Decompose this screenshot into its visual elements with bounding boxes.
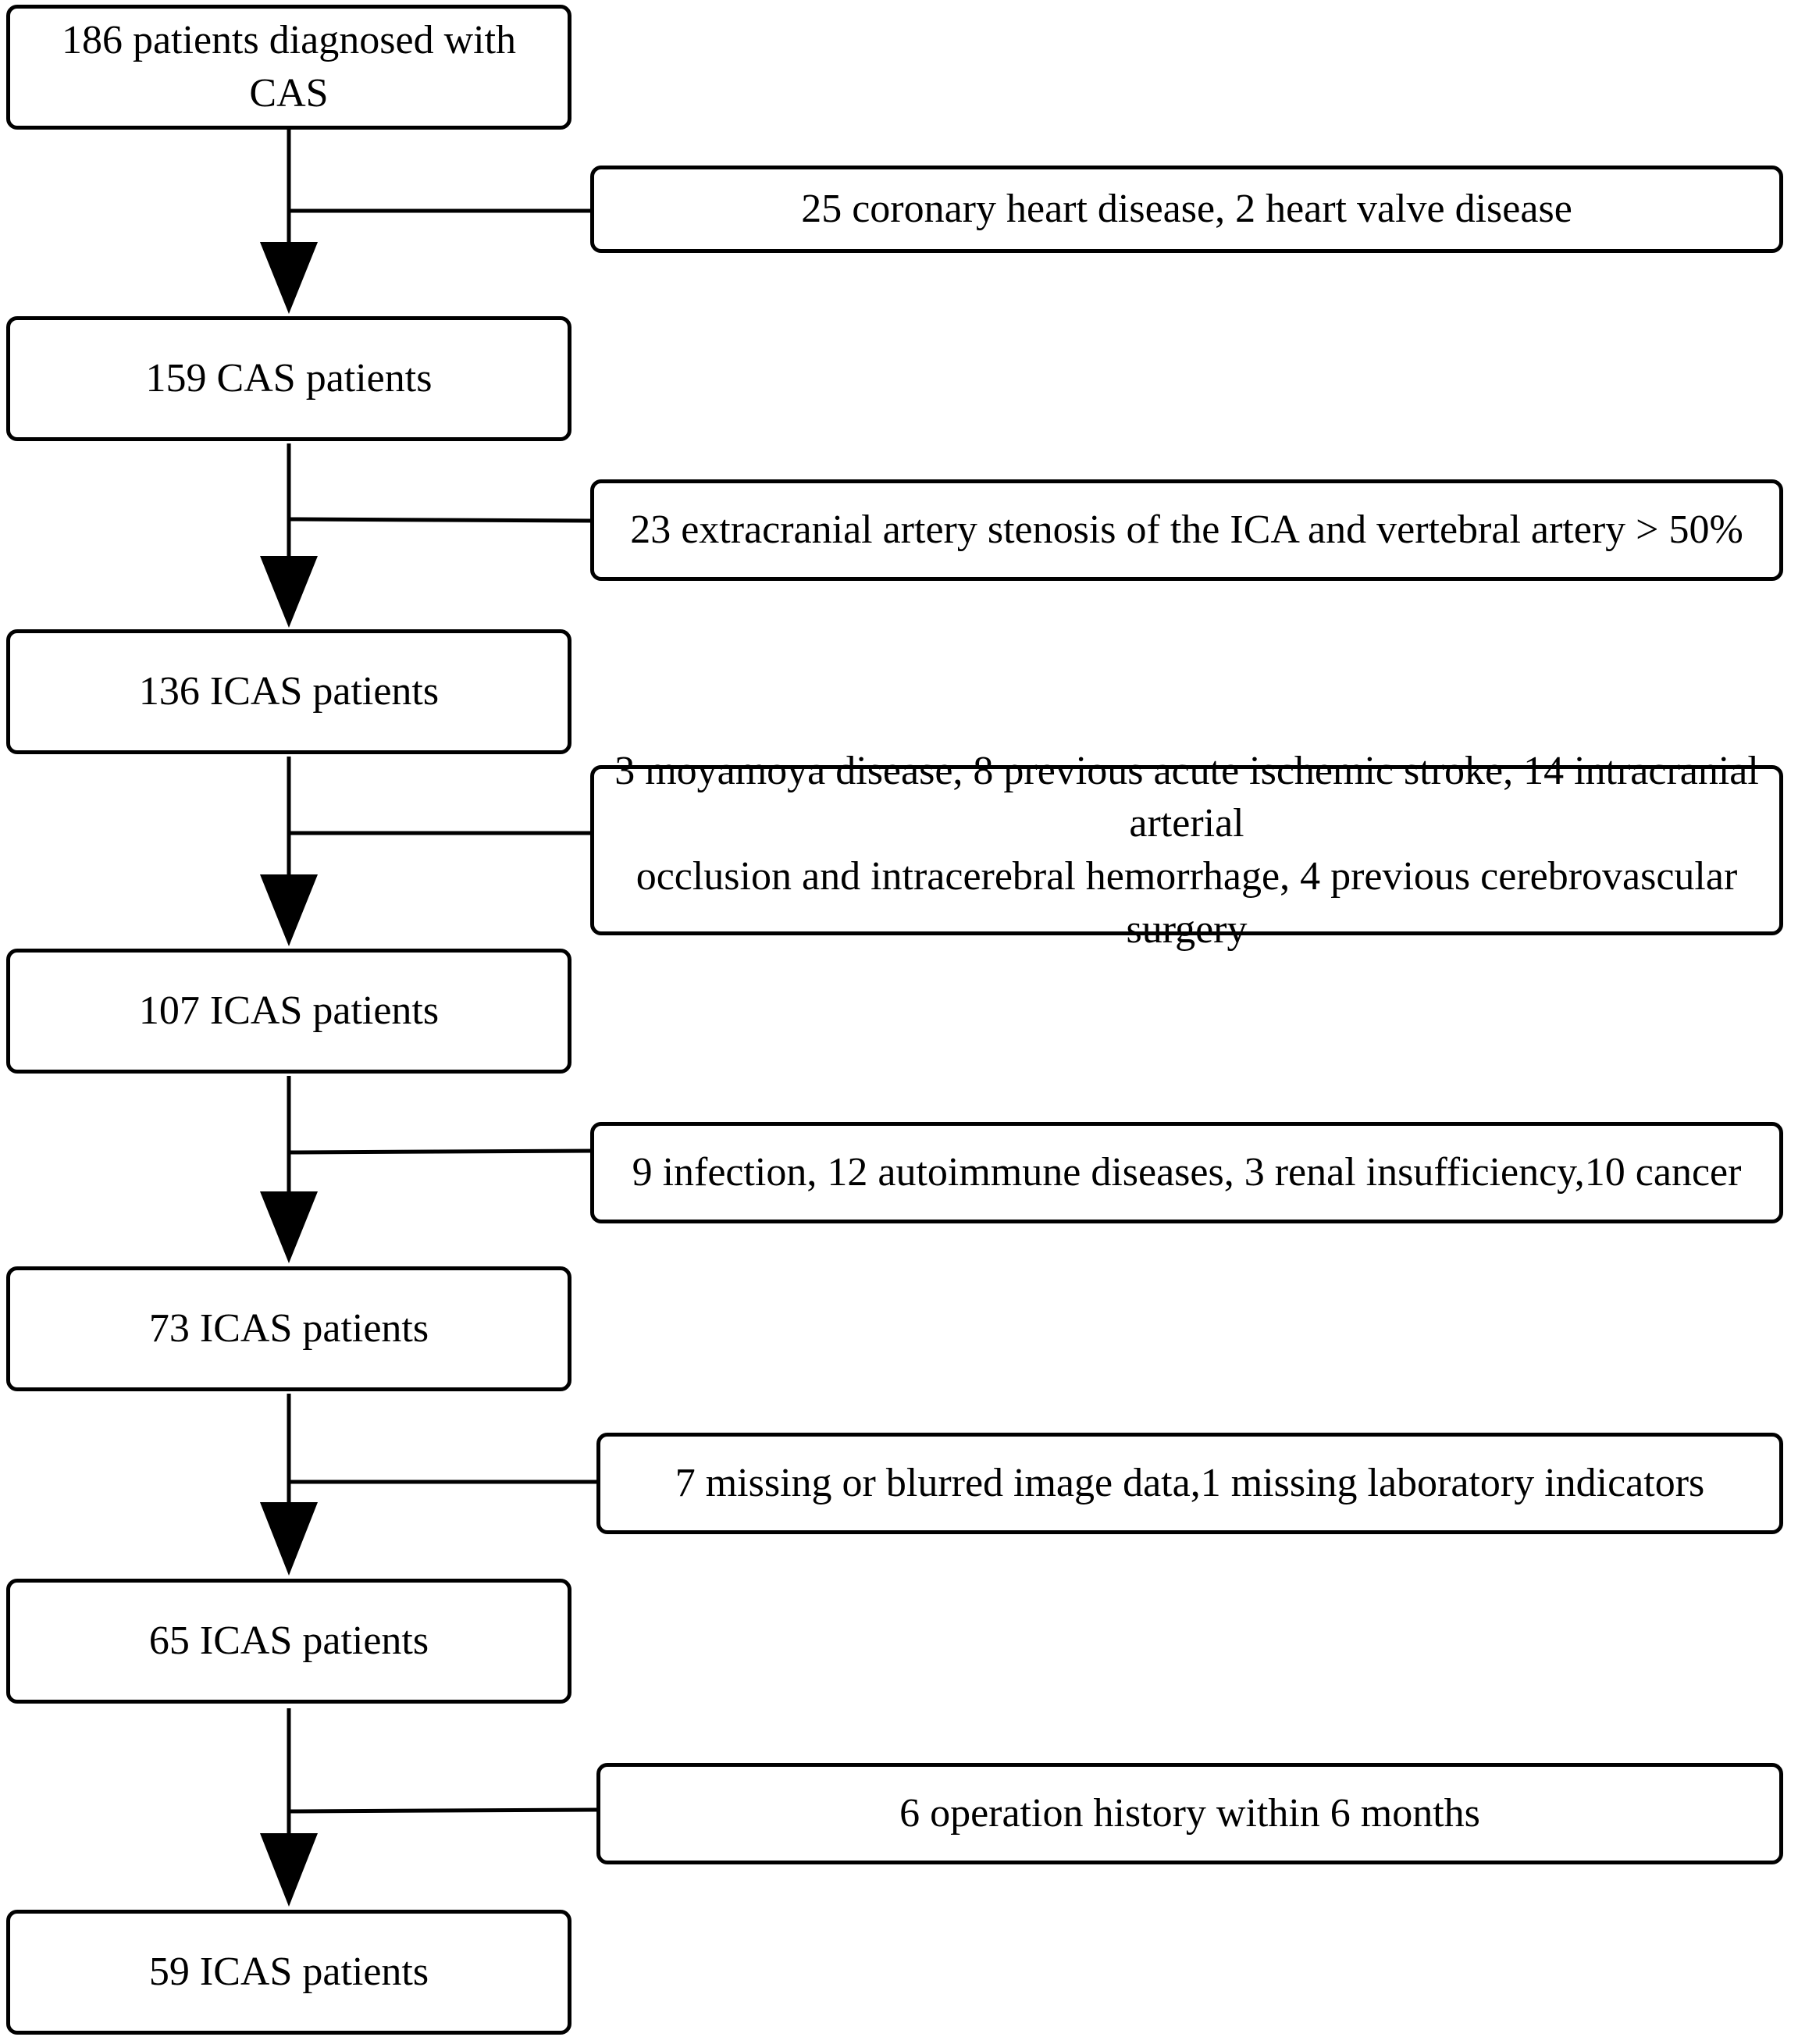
main-box-label: 73 ICAS patients — [148, 1306, 429, 1351]
exclusion-branch-4 — [288, 1148, 594, 1155]
main-box-6: 65 ICAS patients — [6, 1579, 571, 1704]
arrowhead-1 — [260, 242, 318, 314]
main-box-7: 59 ICAS patients — [6, 1910, 571, 2035]
exclusion-box-2: 23 extracranial artery stenosis of the I… — [590, 479, 1783, 581]
exclusion-box-3: 3 moyamoya disease, 8 previous acute isc… — [590, 749, 1783, 952]
exclusion-branch-6 — [288, 1807, 600, 1814]
main-box-label: 65 ICAS patients — [148, 1618, 429, 1664]
exclusion-branch-2 — [288, 517, 594, 523]
main-box-label: 107 ICAS patients — [138, 988, 440, 1034]
main-box-2: 159 CAS patients — [6, 316, 571, 441]
exclusion-box-5: 7 missing or blurred image data,1 missin… — [596, 1433, 1783, 1534]
exclusion-text-line1: 25 coronary heart disease, 2 heart valve… — [801, 187, 1572, 232]
main-box-4: 107 ICAS patients — [6, 949, 571, 1074]
arrowhead-3 — [260, 874, 318, 946]
main-box-3: 136 ICAS patients — [6, 629, 571, 754]
exclusion-text-line2: occlusion and intracerebral hemorrhage, … — [636, 854, 1738, 952]
main-box-label: 59 ICAS patients — [148, 1950, 429, 1995]
arrowhead-6 — [260, 1833, 318, 1907]
exclusion-text-line1: 6 operation history within 6 months — [899, 1791, 1480, 1836]
main-box-label: 159 CAS patients — [145, 356, 433, 401]
exclusion-box-1: 25 coronary heart disease, 2 heart valve… — [590, 166, 1783, 253]
main-box-5: 73 ICAS patients — [6, 1266, 571, 1391]
arrowhead-5 — [260, 1502, 318, 1576]
exclusion-text-line1: 7 missing or blurred image data,1 missin… — [675, 1461, 1705, 1506]
main-box-label: 186 patients diagnosed with CAS — [61, 18, 517, 116]
arrowhead-2 — [260, 556, 318, 628]
main-box-1: 186 patients diagnosed with CAS — [6, 5, 571, 130]
main-box-label: 136 ICAS patients — [138, 669, 440, 714]
arrowhead-4 — [260, 1191, 318, 1263]
exclusion-text-line1: 23 extracranial artery stenosis of the I… — [630, 507, 1743, 553]
exclusion-text-line1: 9 infection, 12 autoimmune diseases, 3 r… — [632, 1150, 1742, 1195]
exclusion-text-line1: 3 moyamoya disease, 8 previous acute isc… — [614, 748, 1759, 846]
exclusion-box-4: 9 infection, 12 autoimmune diseases, 3 r… — [590, 1122, 1783, 1223]
exclusion-box-6: 6 operation history within 6 months — [596, 1763, 1783, 1864]
